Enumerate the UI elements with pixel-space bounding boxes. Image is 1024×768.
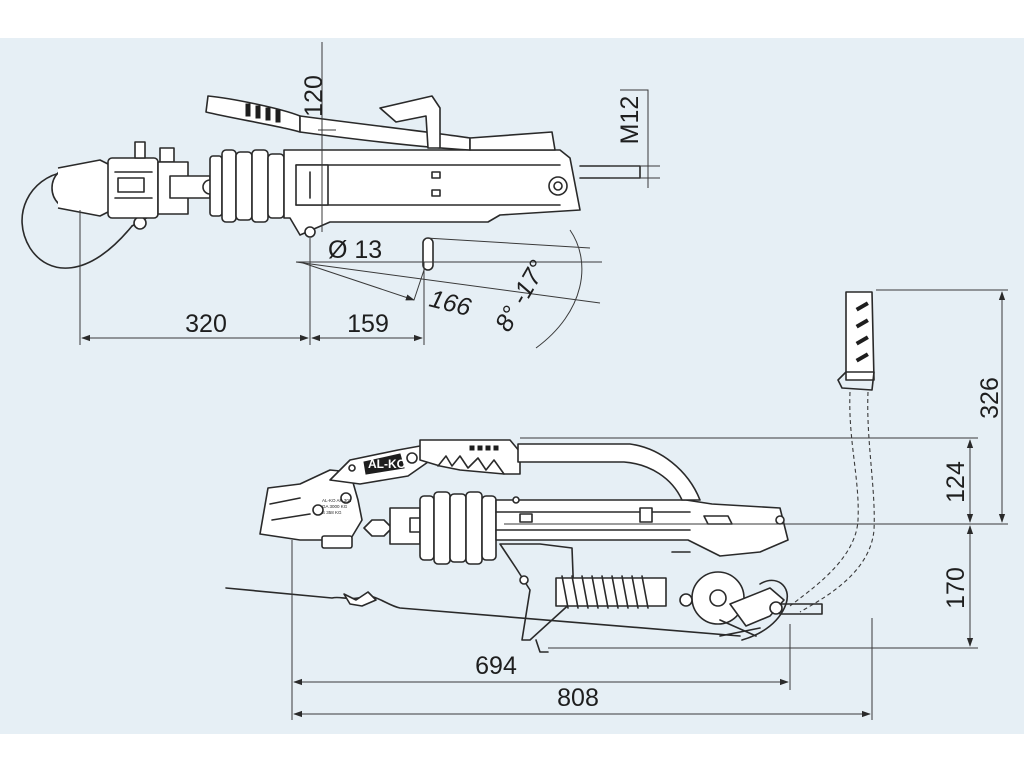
dim-808: 808 xyxy=(557,684,599,712)
dim-dia13: Ø 13 xyxy=(328,236,382,264)
cable-ring xyxy=(133,216,147,230)
dim-170: 170 xyxy=(942,567,970,609)
dim-120: 120 xyxy=(300,75,328,117)
dim-166: 166 xyxy=(427,285,474,322)
handbrake-lever-raised xyxy=(845,291,875,381)
breakaway-cable-loop xyxy=(21,171,133,269)
drawbar-housing-side xyxy=(495,499,789,557)
dim-694: 694 xyxy=(475,652,517,680)
dim-320: 320 xyxy=(185,310,227,338)
side-view-dimensions xyxy=(291,289,1008,720)
plate-line3: S 358 KG xyxy=(322,510,342,515)
dim-m12: M12 xyxy=(616,96,644,145)
brand-logo-text: AL-KO xyxy=(368,457,406,471)
top-view-dimensions xyxy=(79,42,660,349)
handbrake-lever-side xyxy=(419,439,521,475)
handbrake-lever-top xyxy=(205,95,301,133)
plate-line2: GA 3000 KG xyxy=(322,504,348,509)
dim-124: 124 xyxy=(942,461,970,503)
dim-angle: 8° -17° xyxy=(490,256,553,337)
dim-159: 159 xyxy=(347,310,389,338)
dim-326: 326 xyxy=(976,377,1004,419)
bellows-top xyxy=(209,149,285,223)
bellows-side xyxy=(419,491,497,565)
plate-line1: AL-KO AK 301 xyxy=(322,498,352,503)
top-view-coupling xyxy=(21,95,641,271)
brake-spring xyxy=(499,543,667,641)
side-view-coupling: AL-KO AK 301 GA 3000 KG S 358 KG AL-KO xyxy=(225,291,875,653)
